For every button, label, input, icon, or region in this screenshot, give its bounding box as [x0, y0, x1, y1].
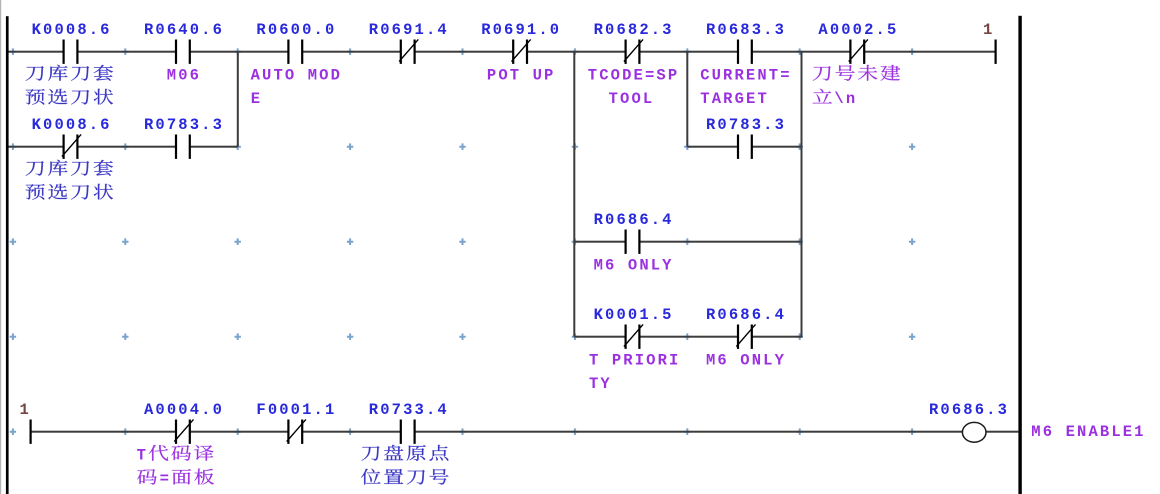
- svg-text:1: 1: [20, 401, 31, 419]
- svg-text:TY: TY: [589, 375, 612, 393]
- svg-text:A0002.5: A0002.5: [818, 21, 898, 39]
- svg-text:AUTO MOD: AUTO MOD: [251, 66, 342, 84]
- svg-text:R0783.3: R0783.3: [706, 116, 786, 134]
- svg-text:R0683.3: R0683.3: [706, 21, 786, 39]
- svg-text:F0001.1: F0001.1: [256, 401, 336, 419]
- svg-text:TARGET: TARGET: [700, 90, 769, 108]
- svg-text:CURRENT=: CURRENT=: [700, 66, 791, 84]
- svg-text:A0004.0: A0004.0: [144, 401, 224, 419]
- svg-text:R0733.4: R0733.4: [369, 401, 449, 419]
- svg-text:T: T: [137, 446, 148, 464]
- svg-text:M6 ONLY: M6 ONLY: [594, 256, 674, 274]
- svg-text:R0691.4: R0691.4: [369, 21, 449, 39]
- svg-text:R0600.0: R0600.0: [256, 21, 336, 39]
- svg-text:1: 1: [983, 21, 994, 39]
- svg-text:K0008.6: K0008.6: [32, 116, 112, 134]
- svg-text:\n: \n: [834, 90, 857, 108]
- svg-text:T PRIORI: T PRIORI: [589, 351, 680, 369]
- svg-text:M06: M06: [167, 66, 201, 84]
- svg-text:R0640.6: R0640.6: [144, 21, 224, 39]
- svg-text:M6 ENABLE1: M6 ENABLE1: [1031, 423, 1145, 441]
- svg-text:TOOL: TOOL: [609, 90, 655, 108]
- svg-text:TCODE=SP: TCODE=SP: [588, 66, 679, 84]
- svg-text:R0682.3: R0682.3: [594, 21, 674, 39]
- svg-text:R0691.0: R0691.0: [481, 21, 561, 39]
- svg-text:=: =: [160, 470, 171, 488]
- svg-text:M6 ONLY: M6 ONLY: [706, 351, 786, 369]
- svg-text:R0783.3: R0783.3: [144, 116, 224, 134]
- svg-text:R0686.4: R0686.4: [594, 211, 674, 229]
- svg-text:POT UP: POT UP: [487, 66, 556, 84]
- svg-text:E: E: [251, 90, 262, 108]
- svg-text:K0008.6: K0008.6: [32, 21, 112, 39]
- svg-text:R0686.3: R0686.3: [929, 401, 1009, 419]
- svg-text:K0001.5: K0001.5: [594, 306, 674, 324]
- svg-text:R0686.4: R0686.4: [706, 306, 786, 324]
